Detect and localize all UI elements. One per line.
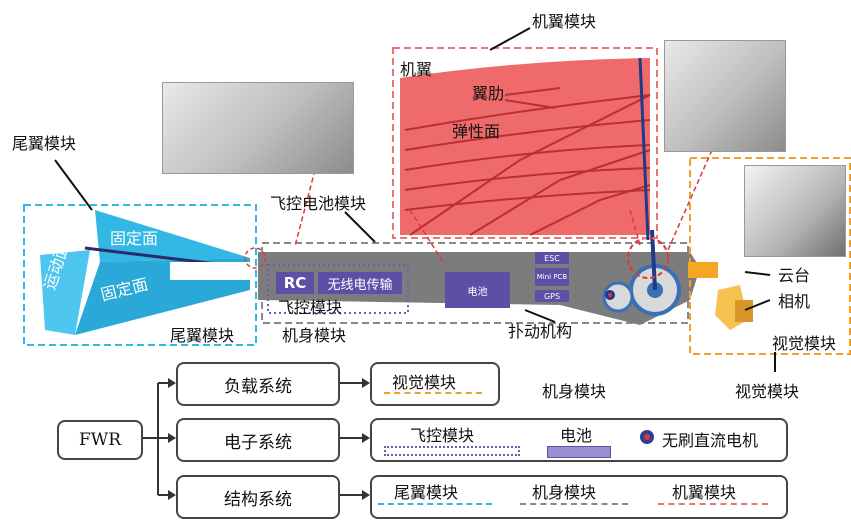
body-module-label-lower: 机身模块 xyxy=(542,382,607,401)
tail-module-label-left: 尾翼模块 xyxy=(12,134,77,153)
vision-module-frame xyxy=(689,157,851,355)
body-module-label-inner: 机身模块 xyxy=(282,326,347,345)
wing-module-label-top: 机翼模块 xyxy=(532,12,597,31)
motor-icon xyxy=(640,430,654,444)
small-gear xyxy=(602,281,634,313)
gps-chip: GPS xyxy=(535,290,569,302)
radio-chip: 无线电传输 xyxy=(318,272,402,294)
body-legend-swatch xyxy=(520,503,628,505)
gimbal-label: 云台 xyxy=(778,266,811,285)
pcb-chip: Mini PCB xyxy=(535,268,569,286)
tail-legend-swatch xyxy=(378,503,492,505)
vision-legend-swatch xyxy=(384,392,482,394)
battery-item: 电池 xyxy=(560,426,593,445)
flapping-mechanism-label: 扑动机构 xyxy=(508,322,573,341)
rc-chip: RC xyxy=(276,272,314,294)
flapping-joint-photo xyxy=(664,40,786,152)
branch-payload-system: 负载系统 xyxy=(176,362,340,406)
fc-module-frame xyxy=(267,264,409,314)
bldc-motor-item: 无刷直流电机 xyxy=(662,431,759,450)
fc-module-label: 飞控模块 xyxy=(278,298,343,317)
wing-module-item: 机翼模块 xyxy=(672,483,737,502)
fc-module-item: 飞控模块 xyxy=(410,426,475,445)
fixed-surface-label-1: 固定面 xyxy=(110,229,159,248)
battery-chip: 电池 xyxy=(445,272,510,308)
fixed-surface-upper xyxy=(95,210,250,262)
camera-gimbal-photo xyxy=(744,165,846,257)
wing-module-frame xyxy=(392,47,658,239)
vision-module-label-lower: 视觉模块 xyxy=(735,382,800,401)
electronics-items-box: 飞控模块 电池 无刷直流电机 xyxy=(370,418,788,462)
structure-items-box: 尾翼模块 机身模块 机翼模块 xyxy=(370,475,788,519)
vision-module-label-right: 视觉模块 xyxy=(772,334,837,353)
branch-structure-system: 结构系统 xyxy=(176,475,340,519)
camera-label: 相机 xyxy=(778,292,811,311)
wing-legend-swatch xyxy=(658,503,768,505)
battery-legend-swatch xyxy=(547,446,611,458)
rib-label: 翼肋 xyxy=(472,84,505,103)
joint-callout xyxy=(627,237,669,279)
tail-module-frame xyxy=(23,204,257,346)
branch-electronics-system: 电子系统 xyxy=(176,418,340,462)
body-module-item: 机身模块 xyxy=(532,483,597,502)
gimbal-part xyxy=(688,262,718,278)
esc-chip: ESC xyxy=(535,252,569,264)
fc-battery-module-label: 飞控电池模块 xyxy=(270,194,367,213)
tree-root-fwr: FWR xyxy=(57,420,143,460)
tail-module-item: 尾翼模块 xyxy=(394,483,459,502)
elastic-surface-label: 弹性面 xyxy=(452,122,501,141)
tail-joint-photo xyxy=(162,82,354,174)
payload-items-box: 视觉模块 xyxy=(370,362,500,406)
moving-surface xyxy=(40,250,90,335)
fc-legend-swatch xyxy=(384,446,520,456)
vision-module-item: 视觉模块 xyxy=(392,373,457,392)
wing-label: 机翼 xyxy=(400,60,433,79)
tail-module-label-bottom: 尾翼模块 xyxy=(170,326,235,345)
